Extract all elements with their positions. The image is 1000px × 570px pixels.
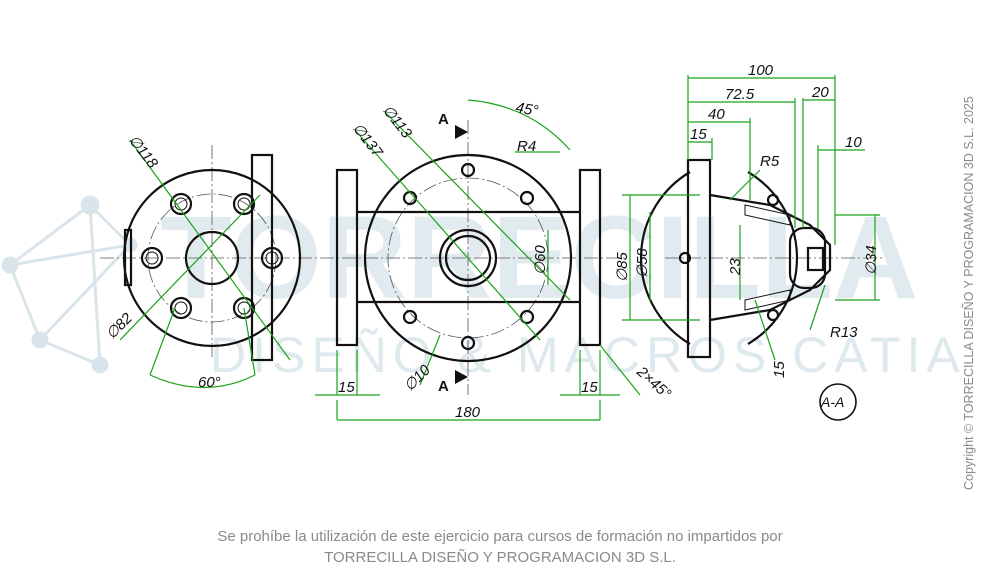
dim-d137: ∅137 xyxy=(349,120,386,161)
section-label-ring xyxy=(819,383,857,421)
section-marker-bottom: A xyxy=(438,378,449,395)
dim-r5: R5 xyxy=(760,153,780,170)
dim-d113: ∅113 xyxy=(379,102,416,142)
dim-d118: ∅118 xyxy=(125,132,162,172)
dim-l20: 20 xyxy=(811,84,829,101)
section-arrow-icon xyxy=(455,370,468,384)
bolt-hole-icon xyxy=(402,162,535,351)
dim-l15-right: 15 xyxy=(581,379,598,396)
dim-l180: 180 xyxy=(455,404,481,421)
dim-l72-5: 72.5 xyxy=(725,86,755,103)
watermark-tagline: DISEÑO & MACROS CATIA xyxy=(210,327,966,383)
dim-l15-section: 15 xyxy=(771,361,788,378)
front-view xyxy=(315,99,641,421)
copyright-notice: Copyright © TORRECILLA DISEÑO Y PROGRAMA… xyxy=(962,96,976,490)
section-marker-top: A xyxy=(438,111,449,128)
dim-d85: ∅85 xyxy=(614,252,631,282)
dim-r13: R13 xyxy=(830,324,858,341)
dim-l15-top: 15 xyxy=(690,126,707,143)
dim-l23: 23 xyxy=(727,258,744,276)
dim-d60: ∅60 xyxy=(532,245,549,275)
end-view xyxy=(100,139,320,388)
section-view xyxy=(622,75,885,421)
dim-l100: 100 xyxy=(748,62,774,79)
footer-notice: Se prohíbe la utilización de este ejerci… xyxy=(0,526,1000,568)
dim-l15-left: 15 xyxy=(338,379,355,396)
dim-d34: ∅34 xyxy=(863,245,880,275)
dim-d58: ∅58 xyxy=(634,248,651,278)
dim-l10: 10 xyxy=(845,134,862,151)
watermark-logo-icon xyxy=(1,195,138,374)
dim-r4: R4 xyxy=(517,138,536,155)
dim-a45: 45° xyxy=(514,99,539,120)
dim-l40: 40 xyxy=(708,106,725,123)
bolt-hole-icon xyxy=(140,192,284,320)
footer-line-1: Se prohíbe la utilización de este ejerci… xyxy=(217,528,783,545)
dim-d82: ∅82 xyxy=(103,309,137,343)
section-label: A-A xyxy=(820,394,844,410)
section-arrow-icon xyxy=(455,125,468,139)
footer-line-2: TORRECILLA DISEÑO Y PROGRAMACION 3D S.L. xyxy=(324,549,676,566)
dim-a60: 60° xyxy=(198,374,221,391)
